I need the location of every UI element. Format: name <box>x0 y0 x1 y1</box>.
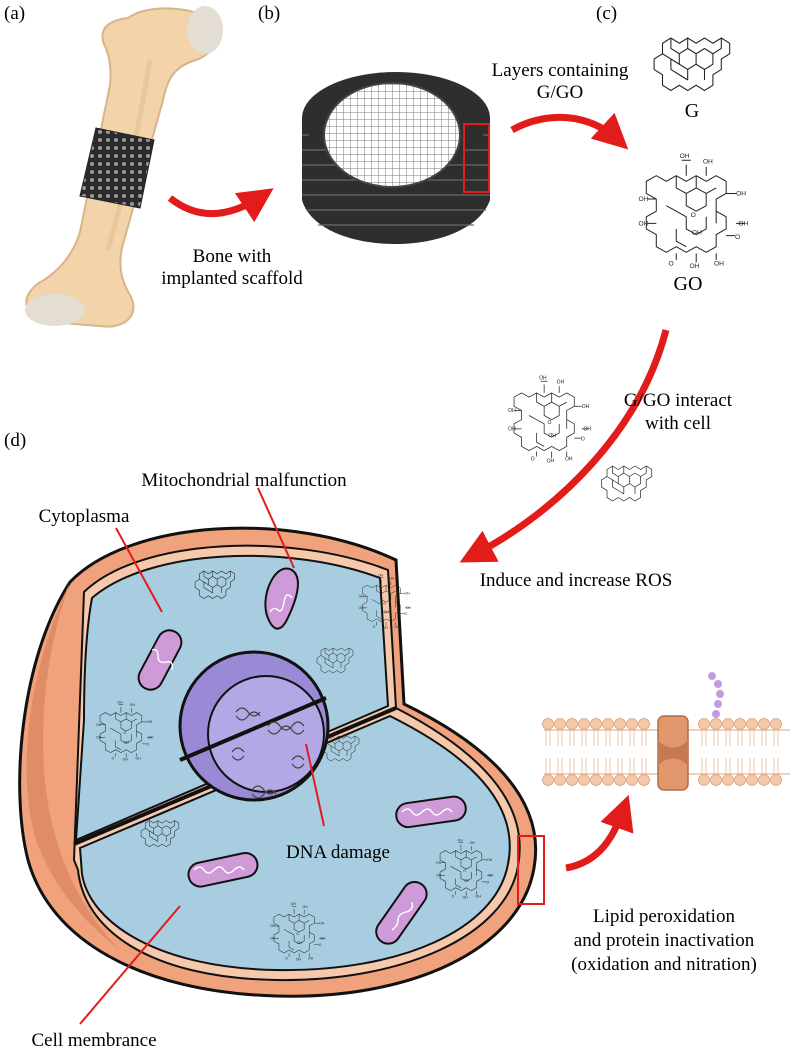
panel-label-c: (c) <box>596 3 617 24</box>
lipid-head <box>638 718 650 730</box>
go-molecule-floating <box>508 375 592 464</box>
lipid-head <box>770 774 782 786</box>
panel-label-d: (d) <box>4 430 26 451</box>
dna-strands <box>231 707 305 799</box>
lipid-head <box>746 718 758 730</box>
mitochondria <box>137 567 467 945</box>
lipid-tail <box>545 730 551 774</box>
cell-illustration <box>18 526 545 998</box>
cytoplasma-label: Cytoplasma <box>39 506 130 527</box>
lipid-head <box>758 718 770 730</box>
lipid-head <box>734 718 746 730</box>
lipid-head <box>626 774 638 786</box>
lipid-tail <box>737 730 743 774</box>
lipid-head <box>722 718 734 730</box>
scaffold-illustration <box>302 72 490 244</box>
lipid-head <box>602 718 614 730</box>
lipid-head <box>770 718 782 730</box>
lipid-head <box>554 774 566 786</box>
lipid-head <box>614 774 626 786</box>
lipid-head <box>698 718 710 730</box>
lipid-head <box>566 718 578 730</box>
graphene-molecule-floating <box>601 465 653 502</box>
arrow-b-to-c <box>510 112 629 150</box>
lipid-head <box>566 774 578 786</box>
lipid-head <box>614 718 626 730</box>
lipid-tail <box>569 730 575 774</box>
lipid-head <box>578 774 590 786</box>
lipid-head <box>542 718 554 730</box>
mitochondria-label: Mitochondrial malfunction <box>141 470 347 491</box>
panel-label-a: (a) <box>4 3 25 24</box>
graphene-oxide-label: GO <box>674 273 703 295</box>
lipid-head <box>554 718 566 730</box>
lipid-label-line3: (oxidation and nitration) <box>571 954 757 975</box>
lipid-head <box>590 718 602 730</box>
interact-label-line2: with cell <box>645 413 711 434</box>
lipid-head <box>746 774 758 786</box>
panel-label-b: (b) <box>258 3 280 24</box>
lipid-head <box>542 774 554 786</box>
lipid-tail <box>629 730 635 774</box>
lipid-label-line1: Lipid peroxidation <box>593 906 735 927</box>
membrane-label: Cell membrance <box>31 1030 156 1051</box>
bone-label-line2: implanted scaffold <box>161 268 303 289</box>
interact-label-line1: G/GO interact <box>624 390 733 411</box>
graphene-label: G <box>685 100 699 122</box>
lipid-head <box>758 774 770 786</box>
graphene-structure <box>653 37 731 92</box>
bone-illustration <box>25 6 223 328</box>
lipid-tail <box>713 730 719 774</box>
lipid-tail <box>725 730 731 774</box>
lipid-head <box>578 718 590 730</box>
layers-label-line1: Layers containing <box>492 60 629 81</box>
lipid-bilayer <box>542 672 790 791</box>
lipid-head <box>710 774 722 786</box>
lipid-tail <box>605 730 611 774</box>
lipid-head <box>734 774 746 786</box>
lipid-tail <box>749 730 755 774</box>
scaffold-band <box>79 127 155 209</box>
lipid-tail <box>701 730 707 774</box>
lipid-label-line2: and protein inactivation <box>574 930 755 951</box>
lipid-head <box>698 774 710 786</box>
graphene-oxide-structure <box>638 152 750 270</box>
arrow-a-to-b <box>167 188 274 223</box>
lipid-tail <box>581 730 587 774</box>
lipid-head <box>626 718 638 730</box>
dna-damage-label: DNA damage <box>286 842 390 863</box>
lipid-tail <box>593 730 599 774</box>
scaffold-highlight-box <box>463 123 490 193</box>
lipid-head <box>722 774 734 786</box>
bone-label-line1: Bone with <box>193 246 272 267</box>
lipid-tail <box>761 730 767 774</box>
lipid-tail <box>617 730 623 774</box>
layers-label-line2: G/GO <box>537 82 583 103</box>
arrow-to-bilayer <box>565 794 634 872</box>
sugar-chain <box>708 672 724 718</box>
lipid-head <box>710 718 722 730</box>
lipid-head <box>590 774 602 786</box>
arrow-c-to-d <box>459 329 670 563</box>
lipid-head <box>602 774 614 786</box>
lipid-tail <box>773 730 779 774</box>
ros-label: Induce and increase ROS <box>480 570 673 591</box>
membrane-highlight-box <box>517 835 545 905</box>
lipid-tail <box>557 730 563 774</box>
lipid-tail <box>641 730 647 774</box>
callout-lines <box>79 487 325 1025</box>
lipid-head <box>638 774 650 786</box>
